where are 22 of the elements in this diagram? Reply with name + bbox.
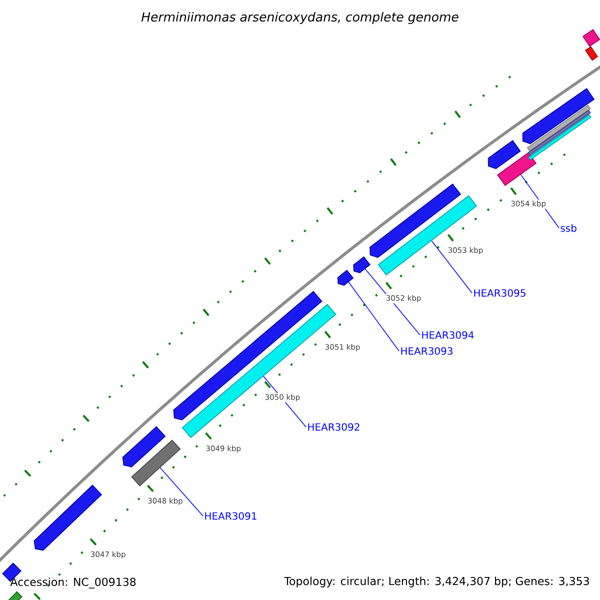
gene-block	[488, 140, 521, 170]
gene-bar	[131, 440, 181, 486]
gene-label: HEAR3092	[308, 423, 360, 431]
leader-line	[160, 467, 204, 516]
gene-label: HEAR3095	[474, 289, 526, 297]
gene-label: HEAR3091	[205, 512, 256, 520]
gene-bar	[582, 29, 600, 47]
accession-text: Accession: NC_009138	[10, 578, 136, 588]
title: Herminiimonas arsenicoxydans, complete genome	[141, 12, 458, 24]
gene-label: HEAR3093	[401, 347, 452, 355]
gene-block	[522, 88, 595, 144]
gene-block	[34, 484, 102, 551]
gene-block	[337, 270, 354, 286]
gene-block	[173, 290, 322, 420]
gene-block	[122, 426, 166, 468]
leader-line	[431, 240, 472, 294]
leader-line	[348, 282, 400, 352]
gene-label: ssb	[560, 224, 576, 232]
summary-text: Topology: circular; Length: 3,424,307 bp; Genes: 3,353	[283, 576, 591, 588]
gene-block	[353, 256, 371, 274]
gene-bar	[6, 591, 22, 600]
gene-label: HEAR3094	[422, 331, 474, 339]
